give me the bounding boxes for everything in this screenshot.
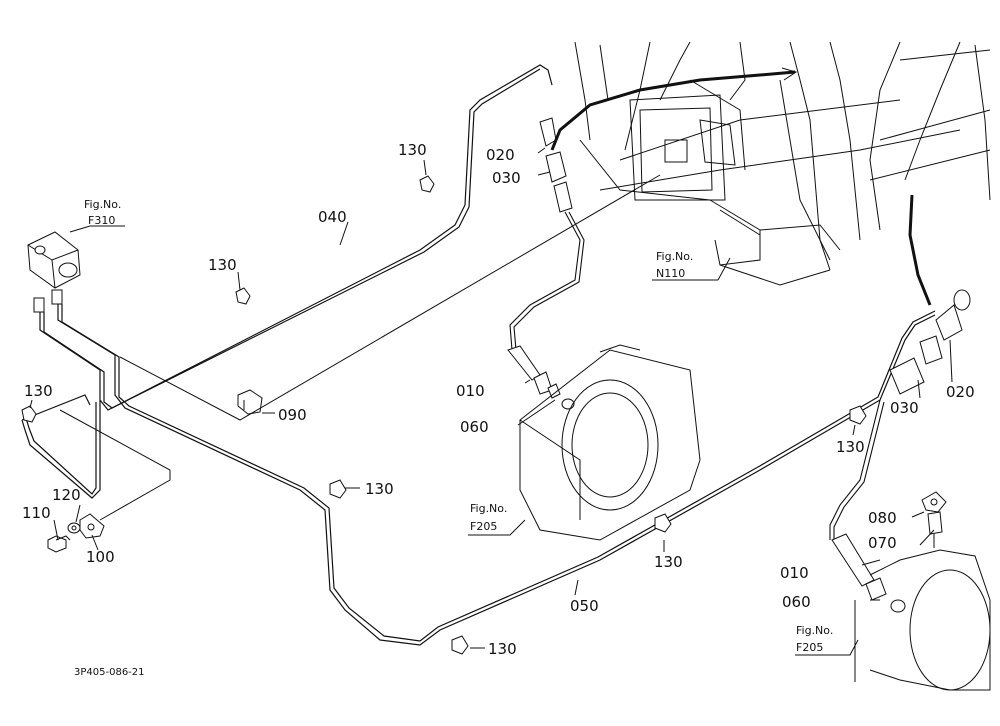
pipe-040 xyxy=(39,64,553,411)
callout-130-left: 130 xyxy=(24,382,53,400)
callout-100: 100 xyxy=(86,548,115,566)
callout-090: 090 xyxy=(278,406,307,424)
callout-030-right: 030 xyxy=(890,399,919,417)
callout-120: 120 xyxy=(52,486,81,504)
figref-f310-label: Fig.No. xyxy=(84,198,121,211)
figref-f205-center-number: F205 xyxy=(470,520,497,533)
callout-130-right: 130 xyxy=(836,438,865,456)
drawing-id: 3P405-086-21 xyxy=(74,667,145,678)
coupler-030-right xyxy=(889,335,943,395)
callout-130-left-upper: 130 xyxy=(208,256,237,274)
pipe-050 xyxy=(57,304,936,646)
tractor-frame-drawing xyxy=(574,41,991,286)
callout-030-upper: 030 xyxy=(492,169,521,187)
wheel-center xyxy=(519,344,701,541)
hose-upper-curve xyxy=(550,70,796,151)
bolt-110 xyxy=(47,535,71,553)
plug-060-upper xyxy=(547,383,575,410)
clamps-130 xyxy=(21,175,867,655)
hose-right-curve xyxy=(908,194,932,306)
callout-130-top: 130 xyxy=(398,141,427,159)
callout-040: 040 xyxy=(318,208,347,226)
washer-120 xyxy=(67,522,81,534)
figref-n110: Fig.No. N110 xyxy=(652,250,718,281)
plug-060-right xyxy=(890,599,906,613)
bracket-090 xyxy=(237,389,263,415)
figref-f205-right-number: F205 xyxy=(796,641,823,654)
coupler-030-upper xyxy=(545,151,573,213)
hose-010-upper xyxy=(507,211,585,395)
figref-f205-center: Fig.No. F205 xyxy=(470,502,507,533)
figref-n110-number: N110 xyxy=(656,267,685,280)
callout-010-upper: 010 xyxy=(456,382,485,400)
callout-130-middle: 130 xyxy=(365,480,394,498)
figref-f205-right: Fig.No. F205 xyxy=(796,624,833,654)
callout-110: 110 xyxy=(22,504,51,522)
fitting-070 xyxy=(927,511,943,548)
leader-lines xyxy=(29,147,953,682)
wheel-right xyxy=(854,549,991,691)
coupler-020-upper xyxy=(539,117,557,147)
callout-060-right: 060 xyxy=(782,593,811,611)
elbow-080 xyxy=(921,491,947,513)
plate-100 xyxy=(79,513,105,539)
callout-050: 050 xyxy=(570,597,599,615)
figref-f310-number: F310 xyxy=(88,214,115,227)
figref-f205-right-label: Fig.No. xyxy=(796,624,833,637)
callout-070: 070 xyxy=(868,534,897,552)
hose-010-right xyxy=(829,399,887,601)
hose-arrow xyxy=(781,67,798,81)
coupler-020-right xyxy=(935,289,971,341)
figref-f310: Fig.No. F310 xyxy=(84,198,121,227)
callout-020-right: 020 xyxy=(946,383,975,401)
callout-130-bottom: 130 xyxy=(488,640,517,658)
callout-130-lower-center: 130 xyxy=(654,553,683,571)
callout-010-right: 010 xyxy=(780,564,809,582)
callout-020-upper: 020 xyxy=(486,146,515,164)
callout-080: 080 xyxy=(868,509,897,527)
callout-060-upper: 060 xyxy=(460,418,489,436)
figref-n110-label: Fig.No. xyxy=(656,250,693,263)
valve-block xyxy=(27,231,81,313)
pipe-loop-left xyxy=(21,394,101,499)
figref-f205-center-label: Fig.No. xyxy=(470,502,507,515)
